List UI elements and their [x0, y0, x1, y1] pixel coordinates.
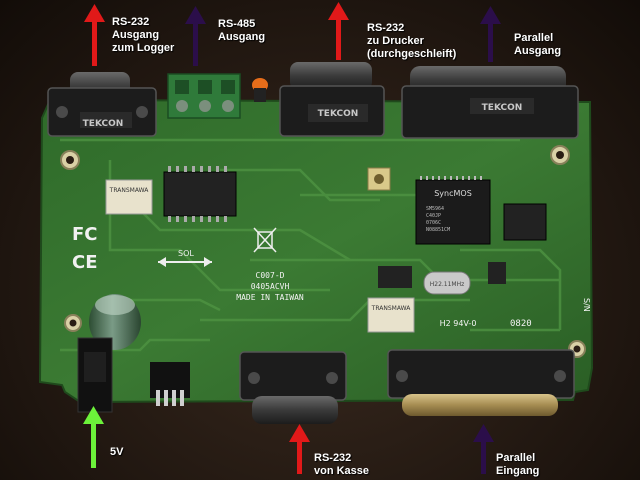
label-line: (durchgeschleift): [367, 48, 457, 60]
ic-chip-4: [488, 262, 506, 284]
tact-switch: [367, 167, 391, 191]
crystal-oscillator: H22.11MHz: [423, 271, 471, 295]
label-line: RS-232: [314, 452, 352, 464]
ic-chip-2: [503, 203, 547, 241]
label-line: von Kasse: [314, 465, 370, 477]
chip-line-1: SM5964: [426, 206, 444, 212]
label-rs232-printer: RS-232 zu Drucker (durchgeschleift): [367, 22, 456, 61]
label-parallel-out: Parallel Ausgang: [514, 32, 561, 58]
arrow-rs232-pos: [289, 424, 310, 474]
arrow-5v: [83, 406, 104, 468]
db9-connector-printer: [279, 62, 385, 137]
ic-chip-1: [163, 166, 237, 222]
label-line: RS-232: [367, 22, 405, 34]
db9-connector-logger: [47, 72, 157, 137]
label-line: zum Logger: [112, 42, 175, 54]
serial-mark: S/N: [582, 298, 591, 312]
ce-marking: CE: [72, 252, 98, 273]
arrow-rs485: [185, 6, 206, 66]
chip-line-2: C40JP: [426, 213, 441, 219]
board-model: C007-D: [256, 271, 285, 280]
sol-arrow: SOL: [158, 249, 212, 267]
chip-line-4: N08851CM: [426, 227, 450, 233]
db9-connector-pos: [239, 351, 347, 424]
label-rs232-logger: RS-232 Ausgang zum Logger: [112, 16, 174, 55]
chip-brand: SyncMOS: [434, 189, 472, 198]
db25-connector-parallel-out: [401, 66, 579, 139]
board-origin: MADE IN TAIWAN: [236, 293, 304, 302]
label-line: RS-232: [112, 16, 150, 28]
label-line: RS-485: [218, 18, 256, 30]
relay-1-label: TRANSMAWA: [109, 187, 150, 194]
label-line: Ausgang: [514, 45, 562, 57]
pin-header: [150, 362, 190, 406]
fc-marking: FC: [72, 224, 98, 245]
tekcon-marking-3: TEKCON: [482, 103, 523, 113]
syncmos-mcu: SyncMOS SM5964 C40JP 0706C N08851CM: [415, 176, 491, 245]
label-rs232-pos: RS-232 von Kasse: [314, 452, 369, 478]
board-model-sub: 0405ACVH: [251, 282, 290, 291]
label-line: Ausgang: [112, 29, 160, 41]
weee-mark: [253, 227, 277, 253]
rs485-terminal-block: [167, 73, 241, 119]
power-jack: [77, 337, 113, 413]
label-line: 5V: [110, 446, 124, 458]
db25-connector-parallel-in: [387, 349, 575, 416]
relay-2-label: TRANSMAWA: [371, 305, 412, 312]
sol-label: SOL: [178, 249, 194, 258]
tekcon-marking-1: TEKCON: [83, 119, 124, 129]
label-line: zu Drucker: [367, 35, 424, 47]
arrow-rs232-printer: [328, 2, 349, 60]
label-rs485: RS-485 Ausgang: [218, 18, 265, 44]
tekcon-marking-2: TEKCON: [318, 109, 359, 119]
date-mark: 0820: [510, 319, 532, 329]
capacitor: [89, 294, 141, 350]
status-led: [252, 78, 268, 102]
pcb-mark: H2 94V-0: [440, 319, 477, 328]
crystal-label: H22.11MHz: [430, 281, 465, 288]
relay-2: TRANSMAWA: [367, 297, 415, 333]
label-5v: 5V: [110, 446, 123, 459]
relay-1: TRANSMAWA: [105, 179, 153, 215]
label-line: Ausgang: [218, 31, 266, 43]
ic-chip-3: [378, 266, 412, 288]
label-line: Parallel: [514, 32, 554, 44]
arrow-parallel-out: [480, 6, 501, 62]
label-line: Eingang: [496, 465, 540, 477]
chip-line-3: 0706C: [426, 220, 441, 226]
arrow-rs232-logger: [84, 4, 105, 66]
label-line: Parallel: [496, 452, 536, 464]
label-parallel-in: Parallel Eingang: [496, 452, 539, 478]
arrow-parallel-in: [473, 424, 494, 474]
